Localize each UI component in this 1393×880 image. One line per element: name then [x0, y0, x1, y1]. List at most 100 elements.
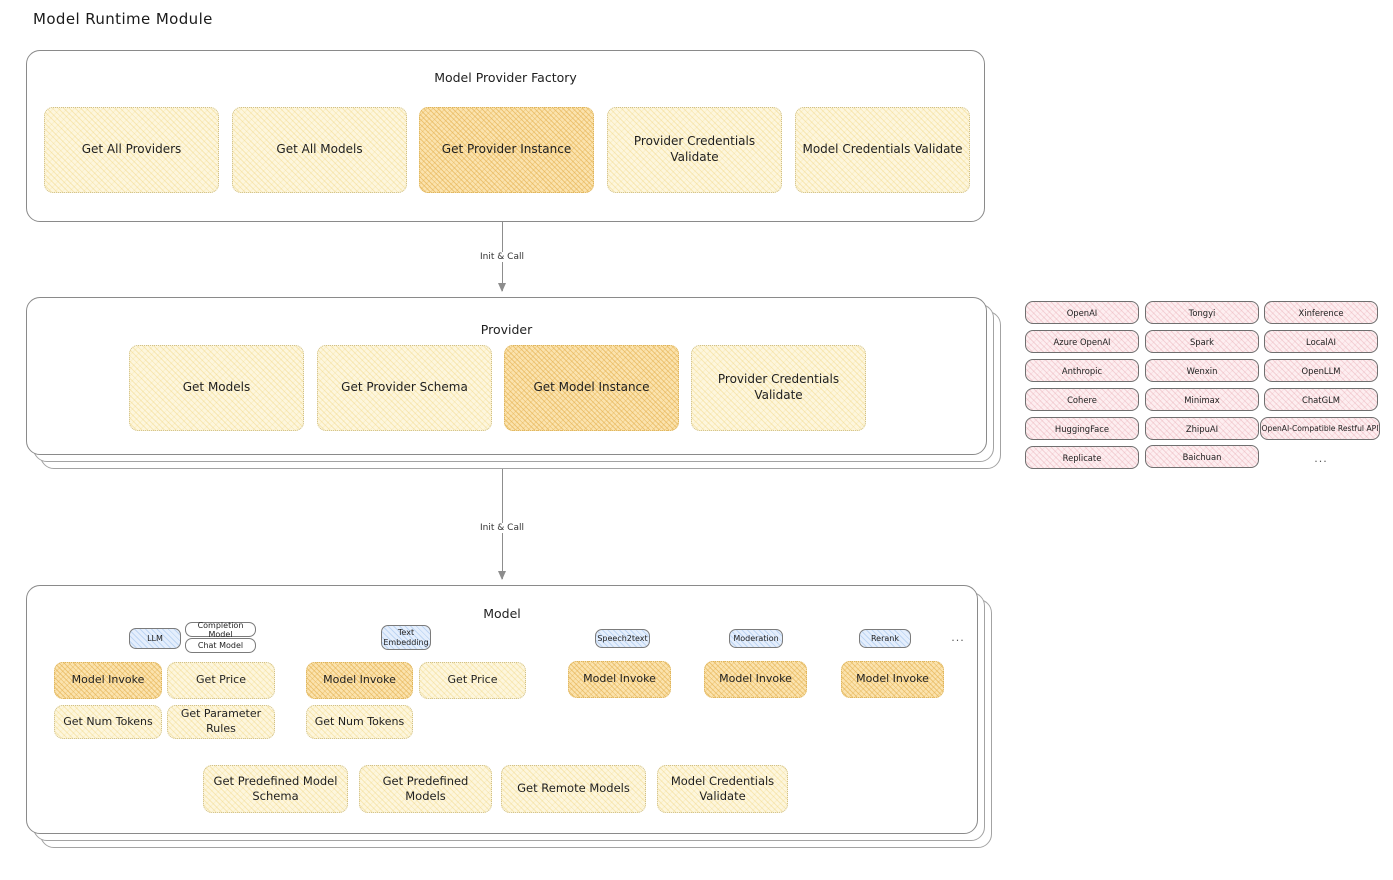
node-label: Get Provider Schema [341, 380, 468, 395]
provider-chip-wenxin[interactable]: Wenxin [1145, 359, 1259, 382]
node-label: Get Model Instance [533, 380, 650, 395]
node-get-predefined-models[interactable]: Get Predefined Models [359, 765, 492, 813]
node-label: Get Price [447, 673, 498, 687]
node-get-models[interactable]: Get Models [129, 345, 304, 431]
provider-chip-label: Wenxin [1186, 365, 1218, 376]
node-label: Get All Models [276, 142, 363, 157]
node-label: Get Predefined Model Schema [213, 773, 338, 803]
provider-chip-replicate[interactable]: Replicate [1025, 446, 1139, 469]
node-get-provider-schema[interactable]: Get Provider Schema [317, 345, 492, 431]
provider-chip-label: Cohere [1067, 394, 1097, 405]
node-rerank-model-invoke[interactable]: Model Invoke [841, 661, 944, 698]
model-type-tag-label: Text Embedding [383, 627, 429, 647]
node-speech2text-model-invoke[interactable]: Model Invoke [568, 661, 671, 698]
model-type-tag-label: Moderation [733, 633, 779, 643]
provider-chip-label: Xinference [1298, 307, 1344, 318]
provider-chip-chatglm[interactable]: ChatGLM [1264, 388, 1378, 411]
model-type-tag-moderation[interactable]: Moderation [729, 629, 783, 648]
model-type-tag-speech2text[interactable]: Speech2text [595, 629, 650, 648]
node-llm-get-num-tokens[interactable]: Get Num Tokens [54, 705, 162, 739]
provider-chip-label: Azure OpenAI [1053, 336, 1111, 347]
model-subtag-label: Completion Model [197, 620, 244, 639]
node-text-embedding-model-invoke[interactable]: Model Invoke [306, 662, 413, 699]
provider-chip-openllm[interactable]: OpenLLM [1264, 359, 1378, 382]
page-title: Model Runtime Module [33, 10, 213, 28]
node-text-embedding-get-num-tokens[interactable]: Get Num Tokens [306, 705, 413, 739]
node-llm-get-parameter-rules[interactable]: Get Parameter Rules [167, 705, 275, 739]
node-get-all-providers[interactable]: Get All Providers [44, 107, 219, 193]
model-type-tag-label: LLM [147, 633, 163, 643]
node-get-remote-models[interactable]: Get Remote Models [501, 765, 646, 813]
model-types-more: ... [951, 631, 965, 644]
node-label: Model Invoke [719, 672, 792, 686]
provider-chip-spark[interactable]: Spark [1145, 330, 1259, 353]
provider-chip-tongyi[interactable]: Tongyi [1145, 301, 1259, 324]
model-type-tag-rerank[interactable]: Rerank [859, 629, 911, 648]
node-get-all-models[interactable]: Get All Models [232, 107, 407, 193]
connector-2-label: Init & Call [452, 523, 552, 533]
node-llm-get-price[interactable]: Get Price [167, 662, 275, 699]
node-label: Model Invoke [583, 672, 656, 686]
connector-2-arrowhead [498, 571, 506, 580]
provider-chip-label: OpenAI-Compatible Restful API [1261, 424, 1379, 433]
node-provider-credentials-validate[interactable]: Provider Credentials Validate [607, 107, 782, 193]
node-label: Provider Credentials Validate [717, 372, 840, 402]
provider-chip-openai[interactable]: OpenAI [1025, 301, 1139, 324]
node-label: Get Num Tokens [63, 714, 153, 728]
node-label: Get Models [182, 380, 251, 395]
node-label: Model Credentials Validate [670, 773, 775, 803]
model-type-tag-label: Rerank [870, 633, 899, 643]
provider-chip-localai[interactable]: LocalAI [1264, 330, 1378, 353]
provider-chip-label: OpenLLM [1301, 365, 1341, 376]
connector-1-arrowhead [498, 283, 506, 292]
model-subtag-completion-model[interactable]: Completion Model [185, 620, 256, 639]
provider-chip-label: Replicate [1062, 452, 1102, 463]
model-type-tag-text-embedding[interactable]: Text Embedding [381, 625, 431, 650]
node-label: Model Credentials Validate [802, 142, 963, 157]
node-provider-credentials-validate-2[interactable]: Provider Credentials Validate [691, 345, 866, 431]
node-moderation-model-invoke[interactable]: Model Invoke [704, 661, 807, 698]
provider-chip-label: ChatGLM [1302, 394, 1340, 405]
node-get-predefined-model-schema[interactable]: Get Predefined Model Schema [203, 765, 348, 813]
provider-chip-openai-compatible-restful-api[interactable]: OpenAI-Compatible Restful API [1260, 417, 1380, 440]
node-text-embedding-get-price[interactable]: Get Price [419, 662, 526, 699]
provider-chip-label: Spark [1189, 336, 1215, 347]
model-subtag-chat-model[interactable]: Chat Model [185, 638, 256, 653]
provider-chip-minimax[interactable]: Minimax [1145, 388, 1259, 411]
node-label: Get Remote Models [517, 781, 630, 796]
provider-chip-label: HuggingFace [1054, 423, 1110, 434]
node-label: Get All Providers [81, 142, 182, 157]
provider-title: Provider [480, 322, 533, 337]
node-label: Model Invoke [856, 672, 929, 686]
node-label: Get Predefined Models [382, 773, 469, 803]
provider-chip-label: Baichuan [1182, 451, 1222, 462]
node-label: Model Invoke [323, 673, 396, 687]
provider-chip-label: Anthropic [1061, 365, 1103, 376]
provider-chip-cohere[interactable]: Cohere [1025, 388, 1139, 411]
node-label: Get Provider Instance [441, 142, 572, 157]
provider-chip-baichuan[interactable]: Baichuan [1145, 445, 1259, 468]
node-get-model-instance[interactable]: Get Model Instance [504, 345, 679, 431]
provider-chip-label: Tongyi [1188, 307, 1216, 318]
model-type-tag-label: Speech2text [597, 633, 648, 643]
node-model-credentials-validate-2[interactable]: Model Credentials Validate [657, 765, 788, 813]
node-model-credentials-validate[interactable]: Model Credentials Validate [795, 107, 970, 193]
provider-chip-label: LocalAI [1306, 336, 1336, 347]
node-llm-model-invoke[interactable]: Model Invoke [54, 662, 162, 699]
node-label: Get Parameter Rules [180, 707, 262, 735]
provider-chip-label: Minimax [1184, 394, 1220, 405]
model-type-tag-llm[interactable]: LLM [129, 628, 181, 649]
model-provider-factory-title: Model Provider Factory [434, 70, 577, 85]
node-label: Model Invoke [71, 673, 145, 687]
model-title: Model [483, 606, 521, 621]
provider-chip-zhipuai[interactable]: ZhipuAI [1145, 417, 1259, 440]
node-label: Provider Credentials Validate [633, 134, 756, 164]
node-label: Get Price [196, 673, 246, 687]
provider-chip-xinference[interactable]: Xinference [1264, 301, 1378, 324]
node-label: Get Num Tokens [314, 714, 405, 728]
provider-chip-huggingface[interactable]: HuggingFace [1025, 417, 1139, 440]
provider-chip-label: OpenAI [1066, 307, 1098, 318]
provider-chip-azure-openai[interactable]: Azure OpenAI [1025, 330, 1139, 353]
provider-chip-anthropic[interactable]: Anthropic [1025, 359, 1139, 382]
node-get-provider-instance[interactable]: Get Provider Instance [419, 107, 594, 193]
